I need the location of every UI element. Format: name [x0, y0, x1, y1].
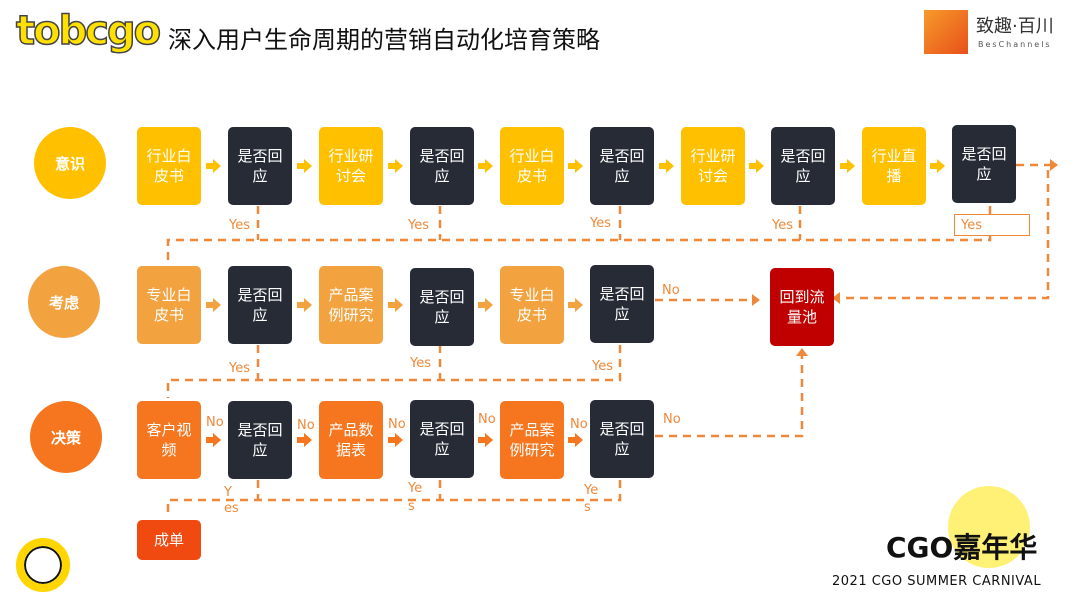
flow-step: 行业研讨会 [681, 127, 745, 205]
flow-step: 产品数据表 [319, 401, 383, 479]
deal-box: 成单 [137, 520, 201, 560]
no-label: No [388, 417, 406, 432]
decision-step: 是否回应 [228, 401, 292, 479]
decision-step: 是否回应 [228, 127, 292, 205]
flow-step: 专业白皮书 [500, 266, 564, 344]
yes-label: Yes [229, 361, 250, 376]
yes-label: Yes [408, 218, 429, 233]
no-label: No [478, 412, 496, 427]
decision-step: 是否回应 [410, 400, 474, 478]
page-title: 深入用户生命周期的营销自动化培育策略 [168, 26, 600, 54]
flow-step: 行业直播 [862, 127, 926, 205]
flow-step: 行业白皮书 [500, 127, 564, 205]
decision-step: 是否回应 [952, 125, 1016, 203]
decision-step: 是否回应 [771, 127, 835, 205]
yes-label: Yes [410, 356, 431, 371]
decision-step: 是否回应 [590, 265, 654, 343]
flow-step: 客户视频 [137, 401, 201, 479]
pool-box: 回到流量池 [770, 268, 834, 346]
yes-label: s [584, 500, 591, 515]
decision-step: 是否回应 [228, 266, 292, 344]
flow-step: 产品案例研究 [500, 401, 564, 479]
no-label: No [206, 415, 224, 430]
flow-step: 产品案例研究 [319, 266, 383, 344]
flow-step: 行业研讨会 [319, 127, 383, 205]
yes-label: Yes [229, 218, 250, 233]
yes-label: Yes [954, 214, 1030, 236]
yes-label: Yes [592, 359, 613, 374]
flow-step: 专业白皮书 [137, 266, 201, 344]
decision-step: 是否回应 [410, 127, 474, 205]
decorative-circle [948, 486, 1030, 568]
no-label: No [570, 417, 588, 432]
yes-label: Ye [408, 481, 423, 496]
partner-logo [924, 10, 968, 54]
partner-logo-cn: 致趣·百川 [976, 16, 1054, 37]
yes-label: Yes [772, 218, 793, 233]
stage-decision: 决策 [30, 401, 102, 473]
yes-label: Ye [584, 483, 599, 498]
decision-step: 是否回应 [410, 268, 474, 346]
footer-subtitle: 2021 CGO SUMMER CARNIVAL [832, 574, 1042, 589]
partner-logo-en: BesChannels [978, 40, 1052, 49]
yes-label: Y [224, 485, 232, 500]
stage-consideration: 考虑 [28, 266, 100, 338]
yes-label: es [224, 501, 239, 516]
footer-brand: CGO嘉年华 [886, 531, 1038, 564]
stage-awareness: 意识 [34, 127, 106, 199]
decision-step: 是否回应 [590, 127, 654, 205]
yes-label: s [408, 499, 415, 514]
no-label: No [297, 418, 315, 433]
tobcgo-logo: tobcgo [15, 7, 162, 55]
decision-step: 是否回应 [590, 400, 654, 478]
yes-label: Yes [590, 216, 611, 231]
no-label: No [663, 412, 681, 427]
flow-step: 行业白皮书 [137, 127, 201, 205]
no-label: No [662, 283, 680, 298]
decorative-ring [16, 538, 70, 592]
